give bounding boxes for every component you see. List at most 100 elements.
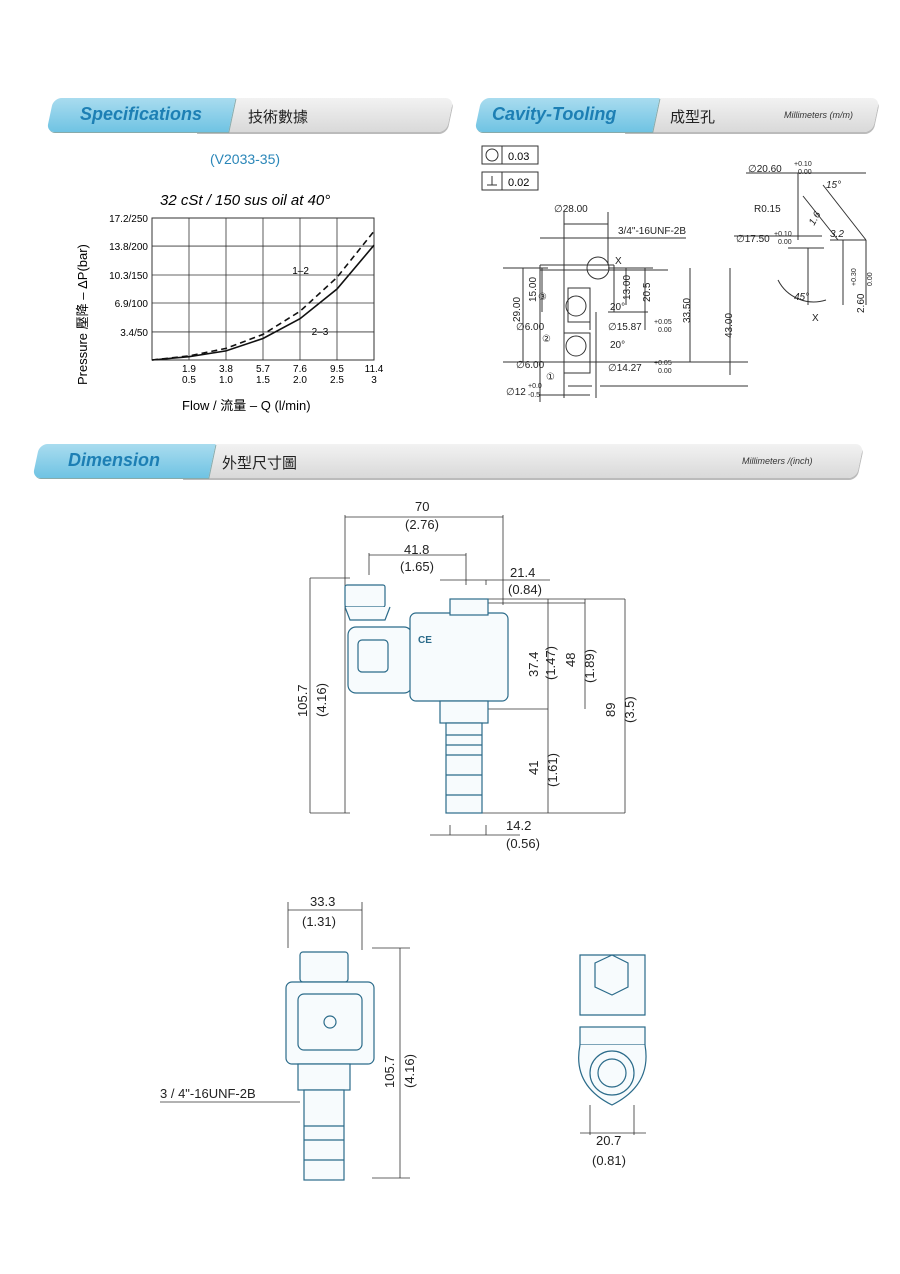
- dimension-side-view: CE 70 (2.76) 41.8 (1.65) 21.4 (0.84) 105…: [295, 499, 637, 851]
- y-tick-label-4: 17.2/250: [109, 214, 148, 225]
- tol-circularity-value: 0.03: [508, 151, 529, 163]
- dim-41: 41: [526, 761, 541, 775]
- dim-105-7b-inch: (4.16): [402, 1054, 417, 1088]
- dim-angle20b: 20°: [610, 340, 625, 351]
- dim-33-3: 33.3: [310, 894, 335, 909]
- series-label-1-2: 1–2: [292, 266, 309, 277]
- tolerance-perpendicular: 0.02: [481, 171, 539, 191]
- series-label-2-3: 2–3: [312, 327, 329, 338]
- dim-f32: 3.2: [830, 229, 844, 240]
- series-line-1: [151, 244, 375, 361]
- dimension-units: Millimeters /(inch): [742, 456, 813, 466]
- dimension-front-view: 33.3 (1.31) 105.7 (4.16) 3 / 4"-16UNF-2B: [160, 894, 417, 1181]
- x-tick-gpm-2: 1.5: [256, 375, 270, 386]
- x-tick-lpm-2: 5.7: [256, 364, 270, 375]
- dim-d1500: 15.00: [528, 277, 539, 302]
- dimension-header: Dimension 外型尺寸圖 Millimeters /(inch): [32, 444, 864, 478]
- dim-d1300: 13.00: [622, 275, 633, 300]
- valve-side-body: [344, 584, 509, 814]
- dim-d2060: ∅20.60: [748, 164, 782, 175]
- dim-d1427-tol-dn: 0.00: [658, 368, 672, 375]
- cavity-drawing: 0.03 0.02 ∅28.00 3/4"-16UNF-2B X 15.00 2…: [481, 145, 874, 402]
- dimension-title-en: Dimension: [68, 450, 161, 470]
- valve-top-body: [578, 954, 647, 1106]
- x-tick-lpm-0: 1.9: [182, 364, 196, 375]
- cavity-title-zh: 成型孔: [670, 109, 716, 126]
- dim-d12-tol-up: +0.0: [528, 383, 542, 390]
- dim-14-2-inch: (0.56): [506, 836, 540, 851]
- dim-d1427-tol-up: +0.05: [654, 360, 672, 367]
- dim-21-4-inch: (0.84): [508, 582, 542, 597]
- dim-angle20a: 20°: [610, 302, 625, 313]
- dim-thread: 3/4"-16UNF-2B: [618, 226, 686, 237]
- dim-37-4: 37.4: [526, 652, 541, 677]
- x-tick-gpm-0: 0.5: [182, 375, 196, 386]
- dim-20-7: 20.7: [596, 1133, 621, 1148]
- dim-41-inch: (1.61): [545, 753, 560, 787]
- cavity-units: Millimeters (m/m): [784, 110, 853, 120]
- chart-x-label: Flow / 流量 – Q (l/min): [182, 398, 311, 413]
- dim-thread: 3 / 4"-16UNF-2B: [160, 1086, 256, 1101]
- dim-angle45: 45°: [794, 292, 809, 303]
- x-tick-lpm-3: 7.6: [293, 364, 307, 375]
- series-line-0: [151, 230, 375, 361]
- dim-d4300: 43.00: [724, 313, 735, 338]
- x-tick-gpm-3: 2.0: [293, 375, 307, 386]
- dim-port3: ③: [538, 292, 547, 303]
- dim-d600a: ∅6.00: [516, 322, 545, 333]
- dim-f16: 1.6: [807, 210, 824, 228]
- tolerance-circularity: 0.03: [481, 145, 539, 165]
- chart-x-ticks: 1.90.5 3.81.0 5.71.5 7.62.0 9.52.5 11.43: [182, 364, 384, 386]
- dim-d1427: ∅14.27: [608, 363, 642, 374]
- dim-105-7-inch: (4.16): [314, 683, 329, 717]
- dim-r015: R0.15: [754, 204, 781, 215]
- dim-d260-tol-up: +0.30: [851, 268, 858, 286]
- dim-d260-tol-dn: 0.00: [867, 272, 874, 286]
- dim-d2060-tol-dn: 0.00: [798, 169, 812, 176]
- dim-d600b: ∅6.00: [516, 360, 545, 371]
- dim-angle15: 15°: [826, 180, 841, 191]
- dim-48-inch: (1.89): [582, 649, 597, 683]
- dim-d1750: ∅17.50: [736, 234, 770, 245]
- dim-105-7b: 105.7: [382, 1055, 397, 1088]
- dim-33-3-inch: (1.31): [302, 914, 336, 929]
- spec-header-bar: [196, 98, 454, 132]
- chart-title: 32 cSt / 150 sus oil at 40°: [160, 192, 330, 209]
- dim-d2800: ∅28.00: [554, 204, 588, 215]
- dim-port1: ①: [546, 372, 555, 383]
- x-tick-gpm-1: 1.0: [219, 375, 233, 386]
- x-tick-lpm-5: 11.4: [365, 364, 384, 375]
- dim-41-8: 41.8: [404, 542, 429, 557]
- y-tick-label-2: 10.3/150: [109, 271, 148, 282]
- dim-d1750-tol-dn: 0.00: [778, 239, 792, 246]
- dim-37-4-inch: (1.47): [543, 646, 558, 680]
- chart-y-label: Pressure 壓降 – ΔP(bar): [75, 244, 90, 385]
- dim-d1587: ∅15.87: [608, 322, 642, 333]
- cavity-title-en: Cavity-Tooling: [492, 104, 617, 124]
- x-tick-lpm-4: 9.5: [330, 364, 344, 375]
- dim-d205: 20.5: [642, 282, 653, 302]
- dim-d2060-tol-up: +0.10: [794, 161, 812, 168]
- cavity-detail: [734, 172, 867, 305]
- y-tick-label-0: 3.4/50: [120, 328, 148, 339]
- model-number: (V2033-35): [210, 151, 281, 167]
- x-tick-gpm-5: 3: [371, 375, 377, 386]
- valve-front-body: [285, 951, 375, 1181]
- dim-d1587-tol-up: +0.05: [654, 319, 672, 326]
- cavity-section: [503, 212, 748, 402]
- y-tick-label-1: 6.9/100: [115, 299, 149, 310]
- dimension-title-zh: 外型尺寸圖: [222, 455, 298, 472]
- spec-title-en: Specifications: [80, 104, 203, 124]
- ce-mark: CE: [418, 635, 432, 646]
- tol-perpendicular-value: 0.02: [508, 177, 529, 189]
- x-tick-gpm-4: 2.5: [330, 375, 344, 386]
- dim-70: 70: [415, 499, 429, 514]
- chart-series: 1–2 2–3: [151, 230, 375, 361]
- cavity-detail-labels: ∅20.60 +0.10 0.00 15° R0.15 ∅17.50 +0.10…: [736, 161, 874, 324]
- dim-d1750-tol-up: +0.10: [774, 231, 792, 238]
- cavity-header: Cavity-Tooling 成型孔 Millimeters (m/m): [474, 98, 880, 132]
- x-tick-lpm-1: 3.8: [219, 364, 233, 375]
- dim-d1587-tol-dn: 0.00: [658, 327, 672, 334]
- spec-title-zh: 技術數據: [248, 109, 309, 126]
